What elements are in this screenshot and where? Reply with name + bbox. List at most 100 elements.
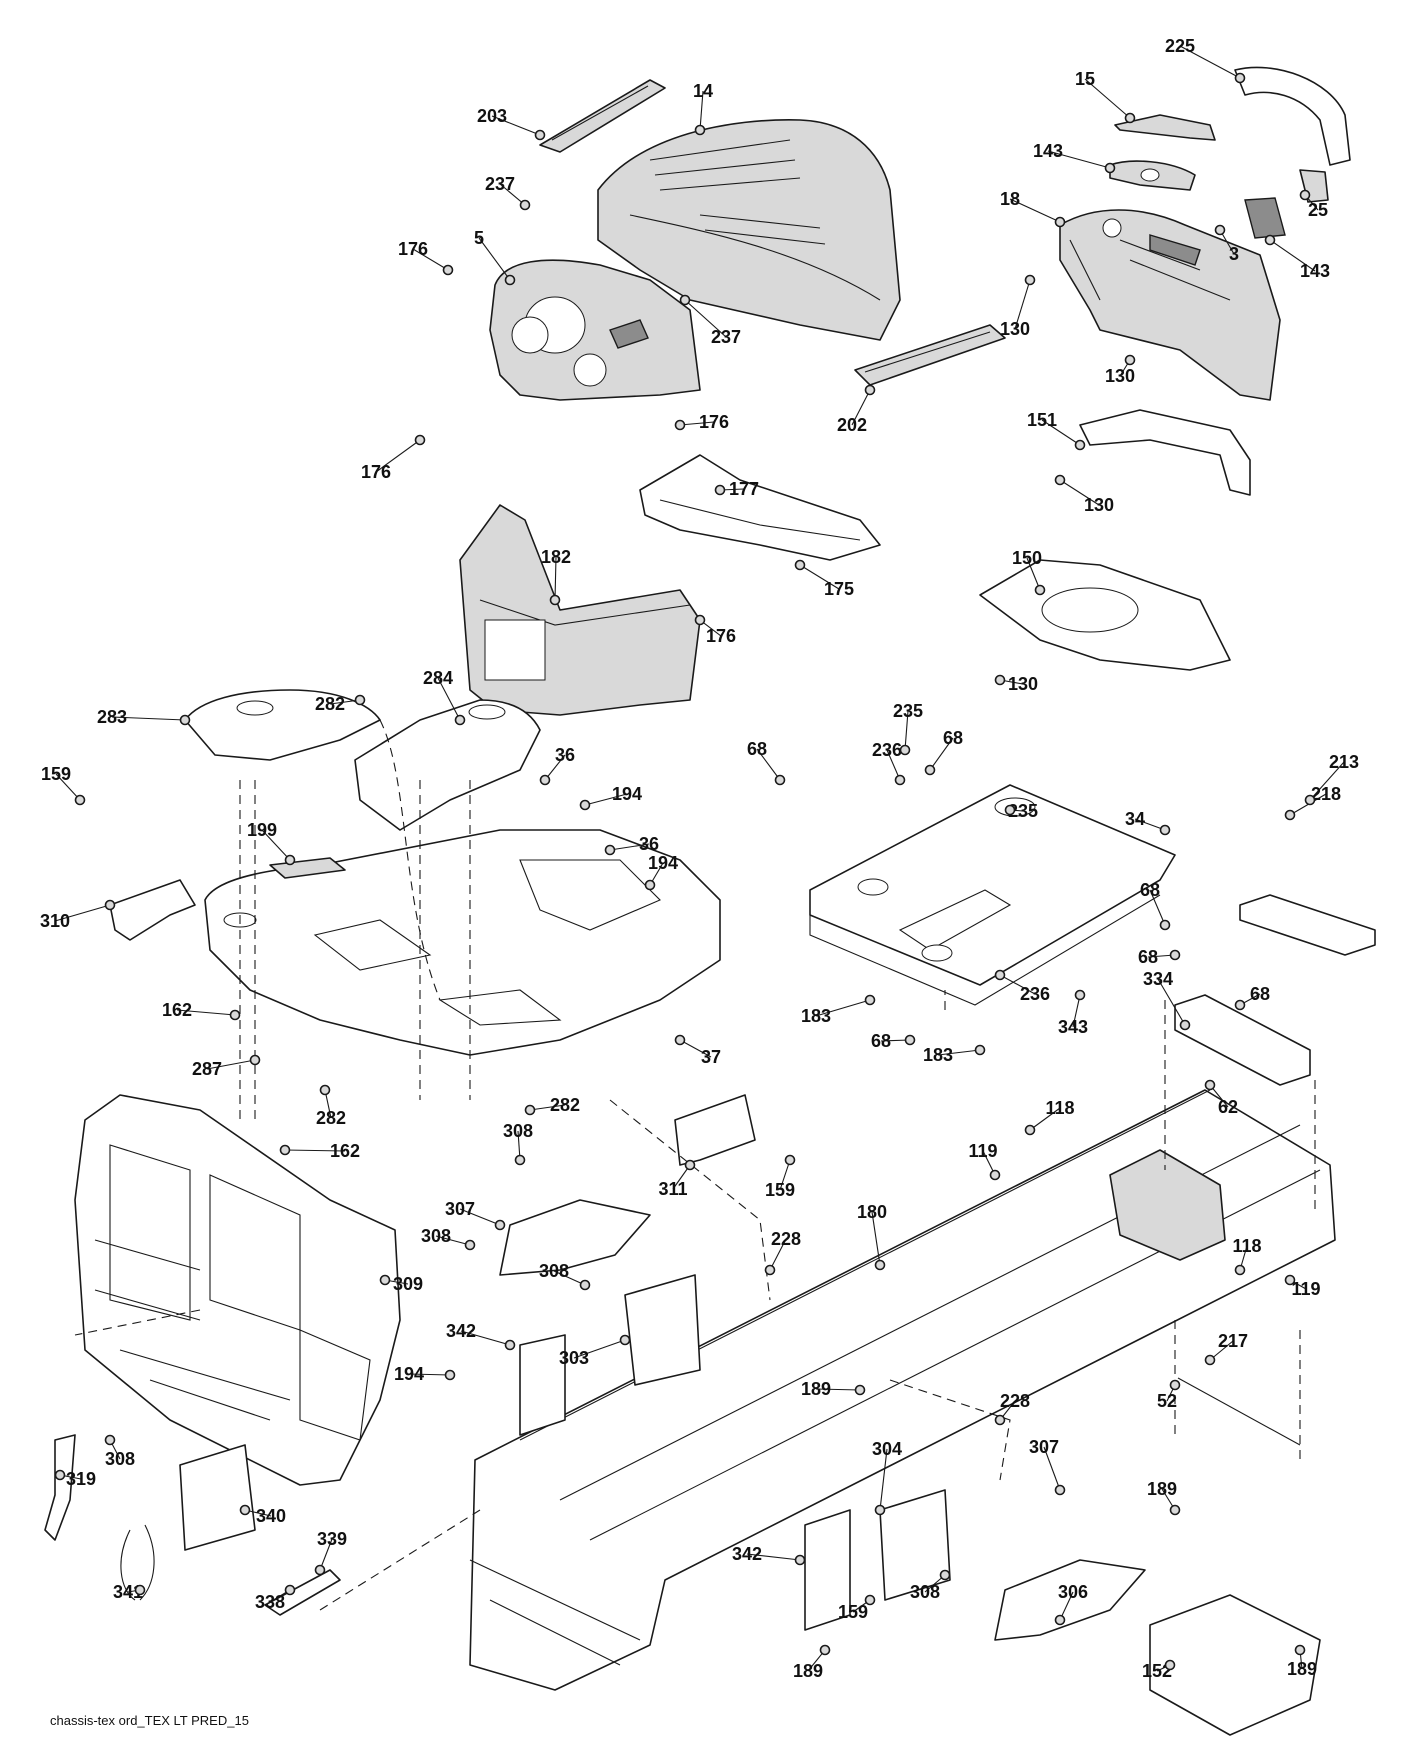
callout-number: 25 [1308, 200, 1328, 220]
fastener-icon [504, 274, 516, 286]
fastener-icon [989, 1169, 1001, 1181]
fastener-icon [579, 1279, 591, 1291]
leader-line [1072, 994, 1081, 1028]
callout-number: 143 [1033, 141, 1063, 161]
callout-number: 175 [824, 579, 854, 599]
leader-line [544, 754, 566, 781]
air-duct-part-150 [979, 559, 1231, 671]
leader-line [929, 737, 954, 771]
callout-number: 177 [729, 479, 759, 499]
callout-number: 307 [445, 1199, 475, 1219]
callout-number: 68 [1140, 880, 1160, 900]
hood-part [597, 119, 901, 341]
callout-number: 119 [968, 1141, 997, 1161]
leader-line [699, 90, 704, 131]
leader-line [1179, 45, 1241, 79]
callout-number: 306 [1058, 1582, 1088, 1602]
fastener-icon [864, 994, 876, 1006]
leader-line [478, 237, 511, 281]
fastener-icon [679, 294, 691, 306]
fastener-icon [604, 844, 616, 856]
leader-line [412, 248, 449, 271]
fastener-icon [579, 799, 591, 811]
fastener-icon [994, 674, 1006, 686]
fender-part-283 [184, 689, 381, 761]
leader-line [851, 389, 871, 426]
leader-line [1014, 279, 1031, 330]
fastener-icon [794, 1554, 806, 1566]
callout-number: 36 [555, 745, 575, 765]
callout-number: 52 [1157, 1391, 1177, 1411]
callout-number: 228 [771, 1229, 801, 1249]
callout-number: 203 [477, 106, 507, 126]
belt-cover-part-307-lower [994, 1559, 1146, 1641]
leader-line [319, 1538, 333, 1571]
callout-number: 150 [1012, 548, 1042, 568]
callout-number: 34 [1125, 809, 1145, 829]
fastener-icon [1164, 1659, 1176, 1671]
callout-number: 182 [541, 547, 571, 567]
callout-number: 237 [485, 174, 515, 194]
fastener-icon [1024, 274, 1036, 286]
fastener-icon [684, 1159, 696, 1171]
leader-line [491, 115, 541, 136]
fastener-icon [894, 774, 906, 786]
callout-number: 282 [550, 1095, 580, 1115]
fastener-icon [1264, 234, 1276, 246]
leader-line [1029, 1107, 1061, 1131]
callout-number: 236 [872, 740, 902, 760]
callout-number: 236 [1020, 984, 1050, 1004]
leader-line [499, 183, 526, 206]
callout-number: 310 [40, 911, 70, 931]
callout-number: 282 [316, 1108, 346, 1128]
fastener-icon [784, 1154, 796, 1166]
callout-number: 287 [192, 1059, 222, 1079]
fastener-icon [1169, 1379, 1181, 1391]
leader-line [937, 1049, 981, 1056]
fastener-icon [1074, 989, 1086, 1001]
callout-number: 319 [66, 1469, 96, 1489]
callout-number: 119 [1291, 1279, 1320, 1299]
fastener-icon [1004, 804, 1016, 816]
dash-panel-part [489, 259, 701, 401]
grille-insert-part-202 [854, 324, 1006, 386]
mounting-bracket-part-303 [624, 1274, 701, 1386]
leader-line [584, 793, 628, 806]
fastener-icon [104, 899, 116, 911]
leader-line [1009, 198, 1061, 223]
fastener-icon [1054, 216, 1066, 228]
belt-cover-part-307-upper [499, 1199, 651, 1276]
bracket-part-218 [1239, 894, 1376, 956]
fastener-icon [714, 484, 726, 496]
callout-number: 308 [910, 1582, 940, 1602]
body-shroud-part [204, 829, 721, 1056]
leader-line [609, 843, 650, 851]
leader-line [176, 1009, 236, 1016]
fastener-icon [1034, 584, 1046, 596]
callout-number: 176 [699, 412, 729, 432]
fastener-icon [819, 1644, 831, 1656]
callout-number: 308 [539, 1261, 569, 1281]
fastener-icon [864, 1594, 876, 1606]
fastener-icon [899, 744, 911, 756]
leader-line [111, 716, 186, 721]
fastener-icon [279, 1144, 291, 1156]
fastener-icon [444, 1369, 456, 1381]
rod-part-339 [264, 1569, 341, 1616]
fastener-icon [1214, 224, 1226, 236]
fastener-icon [354, 694, 366, 706]
fastener-icon [904, 1034, 916, 1046]
fastener-icon [694, 124, 706, 136]
leader-line [573, 1339, 626, 1359]
fastener-icon [1284, 1274, 1296, 1286]
leader-line [871, 1211, 881, 1266]
fastener-icon [464, 1239, 476, 1251]
leader-line [435, 1235, 471, 1246]
fastener-icon [519, 199, 531, 211]
callout-number: 183 [801, 1006, 831, 1026]
callout-number: 189 [793, 1661, 823, 1681]
callout-number: 151 [1027, 410, 1057, 430]
leader-line [1134, 818, 1166, 831]
